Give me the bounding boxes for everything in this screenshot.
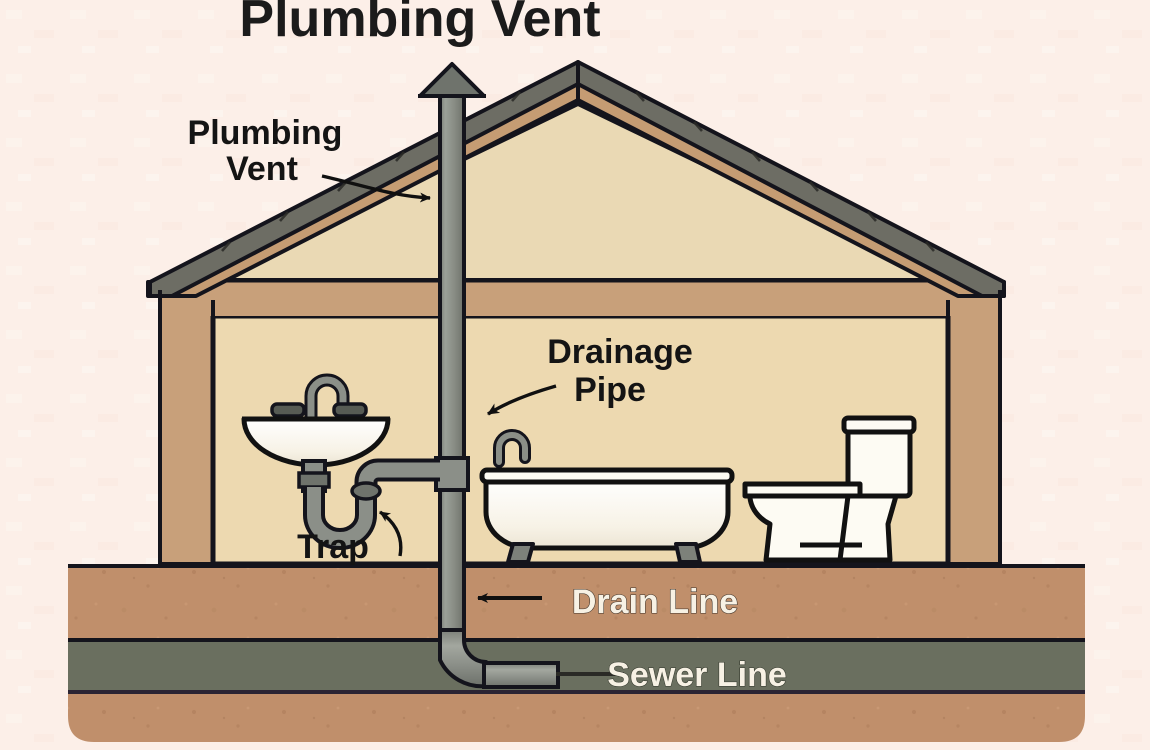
trap-leader <box>379 510 403 557</box>
p-trap-highlight <box>307 487 373 546</box>
bathtub-rim <box>479 467 735 485</box>
bathtub-faucet-highlight <box>496 432 528 465</box>
roof-shingles-right <box>576 60 1006 298</box>
sink-handle-left <box>270 402 306 418</box>
label-trap: Trap <box>297 528 369 566</box>
sink-slipnut <box>297 471 331 489</box>
toilet-pedestal <box>837 493 899 563</box>
sink-handle-right <box>332 402 368 418</box>
attic-floor-band <box>158 280 1000 316</box>
label-drain-line: Drain Line <box>572 583 738 621</box>
toilet-bowl-rim <box>742 481 863 499</box>
plumbing-vent-stack-group <box>418 62 560 689</box>
label-drainage-pipe-line1: Drainage <box>547 333 693 371</box>
label-plumbing-vent-line1: Plumbing <box>188 114 343 152</box>
plumbing-vent-stack <box>438 84 466 638</box>
drain-tee-fitting <box>434 456 470 492</box>
bathtub-body <box>483 475 731 551</box>
label-plumbing-vent-line2: Vent <box>226 150 298 188</box>
plumbing-vent-leader <box>321 174 431 203</box>
leader-lines <box>321 174 624 676</box>
sink-faucet-highlight <box>307 376 347 422</box>
label-sewer-line: Sewer Line <box>607 656 787 694</box>
sink-assembly <box>241 373 440 550</box>
diagram-text: Plumbing Vent Plumbing Vent Drainage Pip… <box>188 0 788 695</box>
trap-union-nut <box>350 481 382 501</box>
sewer-stratum <box>68 640 1085 692</box>
sewer-line-pipe <box>482 661 560 689</box>
toilet-assembly <box>742 415 917 563</box>
drainage-pipe-leader <box>487 384 557 416</box>
bathtub-assembly <box>479 429 735 564</box>
bathtub-foot-left <box>506 542 535 564</box>
bathtub-foot-right <box>674 542 702 564</box>
page-title: Plumbing Vent <box>239 0 600 48</box>
label-drainage-pipe-line2: Pipe <box>574 371 646 409</box>
toilet-tank-lid <box>841 415 917 435</box>
